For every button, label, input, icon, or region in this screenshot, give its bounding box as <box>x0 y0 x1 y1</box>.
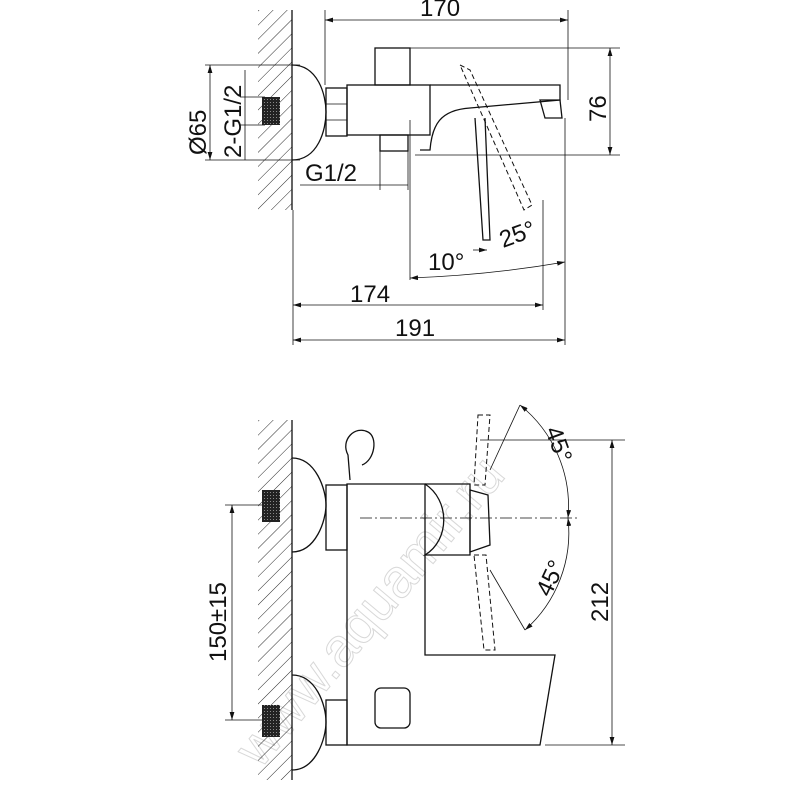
shower-outlet <box>379 134 409 152</box>
lever-10deg <box>474 117 491 241</box>
aerator <box>539 99 563 119</box>
dim-diameter-65: Ø65 <box>185 110 212 155</box>
inlet-fitting <box>262 97 280 125</box>
escutcheon-upper <box>291 457 327 553</box>
dim-height-212: 212 <box>587 582 614 622</box>
top-view: 170 76 Ø65 2-G1/2 G1/2 10° 25° 174 191 <box>185 0 620 345</box>
angle-25: 25° <box>496 216 539 254</box>
dim-width-170: 170 <box>420 0 460 22</box>
diverter-button <box>374 687 411 729</box>
inlet-fitting-upper <box>262 490 280 522</box>
connector-nut <box>325 87 348 137</box>
diverter-knob <box>374 47 411 86</box>
dim-total-reach-191: 191 <box>395 315 435 342</box>
inlet-fitting-lower <box>262 705 280 737</box>
dim-spout-reach-174: 174 <box>350 281 390 308</box>
escutcheon <box>291 64 327 161</box>
handle-base <box>422 483 471 556</box>
dim-inlet-spacing: 150±15 <box>205 582 232 662</box>
dim-thread-2-g12: 2-G1/2 <box>220 85 247 158</box>
shower-holder-hook <box>345 429 375 481</box>
lever-25deg-dashed <box>458 63 533 211</box>
lever-up-dashed <box>473 414 491 486</box>
handle-lever <box>469 489 491 553</box>
spout <box>420 84 561 151</box>
dim-outlet-g12: G1/2 <box>305 160 357 187</box>
angle-up-45: 45° <box>539 423 577 466</box>
mixer-body <box>346 84 431 136</box>
lever-down-dashed <box>473 554 496 651</box>
angle-down-45: 45° <box>531 556 571 600</box>
angle-10: 10° <box>428 249 464 276</box>
dim-height-76: 76 <box>585 95 612 122</box>
